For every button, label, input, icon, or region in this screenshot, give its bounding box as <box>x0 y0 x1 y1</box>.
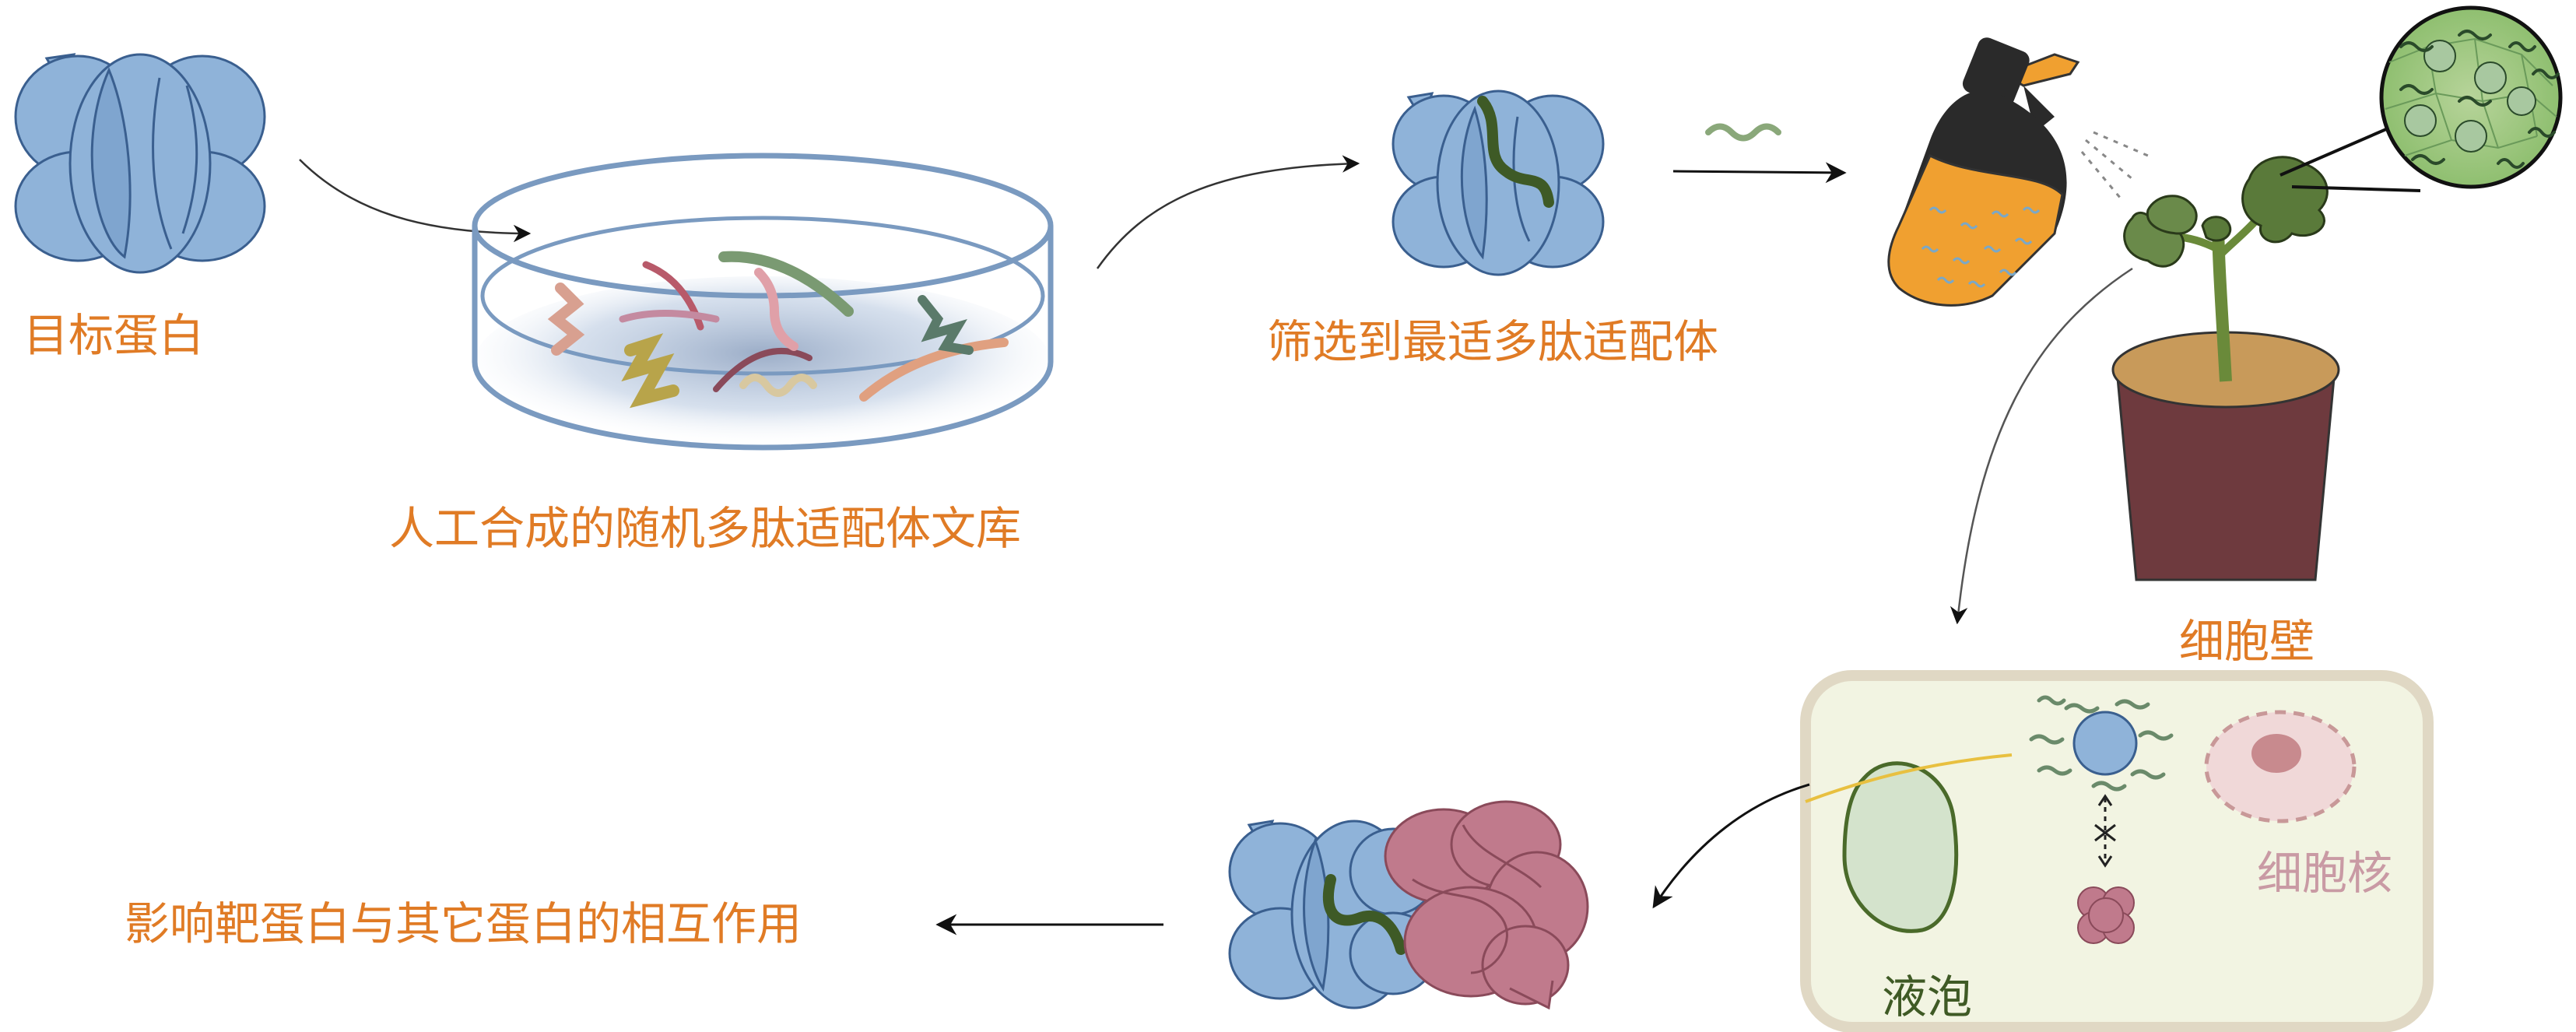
arrow-to-complex <box>1652 783 1810 909</box>
arrow-to-cell <box>1950 267 2133 625</box>
plant-icon <box>2111 156 2340 581</box>
vacuole-shape <box>1842 761 1959 933</box>
petri-dish-icon <box>472 153 1054 451</box>
library-label: 人工合成的随机多肽适配体文库 <box>389 502 1022 555</box>
arrow-to-sprayer <box>1672 162 1847 184</box>
target-protein-label: 目标蛋白 <box>23 309 205 362</box>
arrow-to-library <box>299 159 532 243</box>
target-protein-icon <box>14 53 266 274</box>
leaf-cells-magnifier-icon <box>2279 5 2563 192</box>
plant-cell-icon <box>1800 670 2434 1032</box>
protein-aptamer-icon <box>1392 90 1605 276</box>
screened-aptamer-label: 筛选到最适多肽适配体 <box>1267 315 1719 368</box>
effect-label: 影响靶蛋白与其它蛋白的相互作用 <box>125 897 802 950</box>
nucleus-label: 细胞核 <box>2257 847 2393 900</box>
sprayer-icon <box>1887 37 2149 307</box>
arrow-to-screened <box>1096 155 1360 269</box>
cell-wall-label: 细胞壁 <box>2179 615 2315 668</box>
protein-complex-icon <box>1228 800 1589 1010</box>
peptide-icon <box>1705 123 1781 142</box>
vacuole-label: 液泡 <box>1882 971 1973 1023</box>
